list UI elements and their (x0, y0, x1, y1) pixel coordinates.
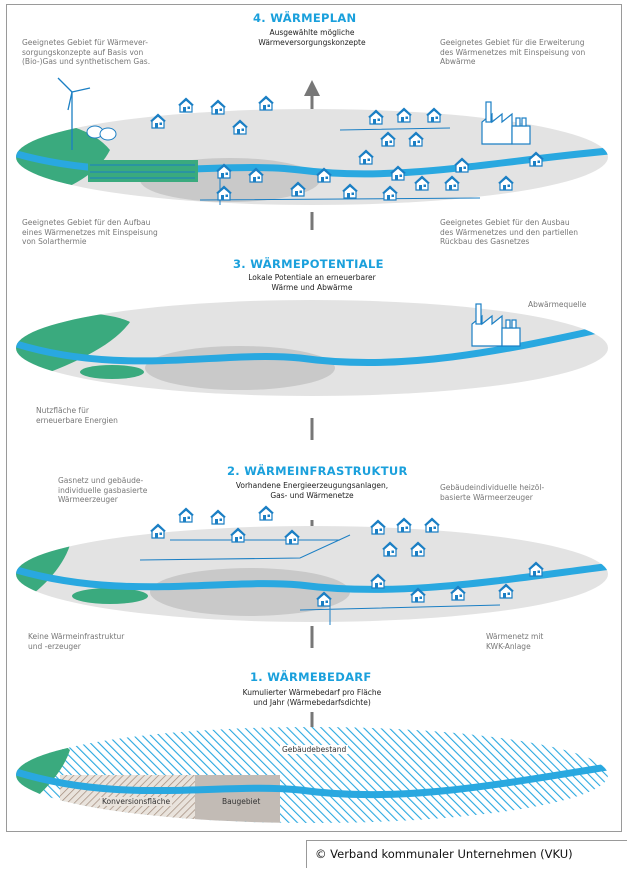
copyright-credit: © Verband kommunaler Unternehmen (VKU) (306, 840, 627, 868)
wind-turbine-icon (57, 77, 91, 150)
label-gebaeudebestand: Gebäudebestand (280, 745, 349, 754)
stage-4-note-top-left: Geeignetes Gebiet für Wärmever-sorgungsk… (22, 38, 151, 66)
label-konversionsflaeche: Konversionsfläche (100, 797, 173, 806)
disc-waermeplan (16, 77, 608, 205)
stage-4-title: 4. WÄRMEPLAN (253, 11, 357, 25)
disc-waermeinfrastruktur (16, 505, 608, 625)
stage-2-note-top-left: Gasnetz und gebäude-individuelle gasbasi… (58, 476, 148, 504)
factory-icon (481, 101, 531, 145)
stage-2-title: 2. WÄRMEINFRASTRUKTUR (227, 464, 408, 478)
gas-tank-icon (86, 125, 117, 141)
disc-waermepotentiale (16, 300, 608, 396)
label-baugebiet: Baugebiet (222, 797, 261, 806)
disc-waermebedarf (16, 727, 608, 823)
stage-3-title: 3. WÄRMEPOTENTIALE (233, 257, 384, 271)
stage-2-subtitle: Vorhandene Energieerzeugungsanlagen,Gas-… (235, 481, 389, 500)
stage-1-title: 1. WÄRMEBEDARF (250, 670, 372, 684)
factory-icon (471, 303, 521, 347)
stage-2-note-top-right: Gebäudeindividuelle heizöl-basierte Wärm… (440, 483, 545, 502)
stage-3-note-top-right: Abwärmequelle (528, 300, 587, 309)
